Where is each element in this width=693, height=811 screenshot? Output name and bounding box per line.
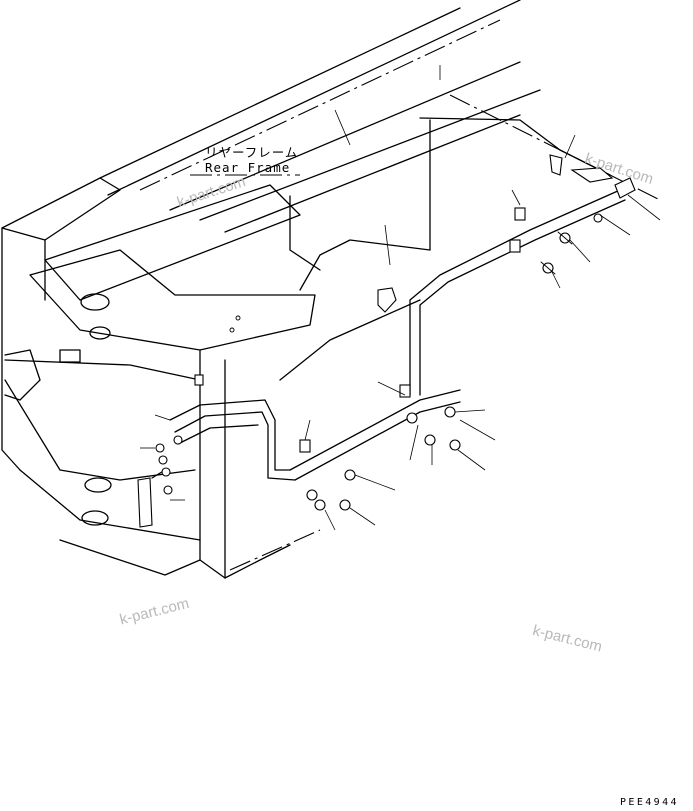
top-beam-inner xyxy=(107,0,521,196)
pipe-lower-2 xyxy=(294,401,461,481)
pipe-left-3 xyxy=(177,424,259,445)
bolt-group-top xyxy=(540,213,603,275)
clip-top xyxy=(549,154,563,176)
lower-arm-bottom xyxy=(19,469,201,541)
top-beam-outer xyxy=(99,7,461,179)
pipe-left-2 xyxy=(174,411,296,481)
bolt-group-left xyxy=(155,435,183,495)
plate-hole-1 xyxy=(80,293,110,311)
top-beam-3 xyxy=(169,61,521,211)
clamp-3 xyxy=(399,384,411,398)
pipe-left-1 xyxy=(169,399,291,471)
elbow-fitting xyxy=(377,287,397,313)
lower-arm-top xyxy=(4,359,201,381)
rear-frame-label-en: Rear Frame xyxy=(205,160,291,175)
bracket-left xyxy=(137,477,153,528)
front-block-top xyxy=(1,177,121,241)
lower-arm-face xyxy=(4,379,196,481)
bolt-dot-1 xyxy=(235,315,241,321)
front-bumper xyxy=(4,349,41,401)
clamp-2 xyxy=(509,239,521,253)
cross-member-top xyxy=(419,117,611,176)
beam-centerline xyxy=(139,19,501,191)
pipe-upper-2 xyxy=(419,199,626,396)
bolt-dot-2 xyxy=(229,327,235,333)
front-bracket xyxy=(59,349,81,363)
drawing-code: PEE4944 xyxy=(620,797,679,808)
rear-inner-wall xyxy=(299,239,431,291)
pipe-lower-1 xyxy=(289,389,461,471)
bolt-group-lower xyxy=(306,469,356,511)
front-block-face xyxy=(1,227,21,471)
rear-lower-centerline xyxy=(229,529,321,571)
rear-lower-rail xyxy=(224,544,291,579)
arm-hole-1 xyxy=(84,477,112,493)
connector-top xyxy=(614,177,636,199)
hose-fitting-top xyxy=(570,167,614,183)
clamp-5 xyxy=(194,374,204,386)
beam-side xyxy=(289,195,321,271)
rear-inner-floor xyxy=(279,299,421,381)
leader-lines xyxy=(140,65,661,531)
plate-hole-2 xyxy=(89,326,111,340)
clamp-4 xyxy=(299,439,311,453)
front-upper-plate xyxy=(44,184,301,301)
main-post-left xyxy=(199,349,226,579)
clamp-1 xyxy=(514,207,526,221)
beam-lower-edge-2 xyxy=(224,114,521,233)
arm-hole-2 xyxy=(81,510,109,526)
post-base xyxy=(59,539,201,576)
pipe-upper-1 xyxy=(409,189,621,396)
bolt-group-middle xyxy=(406,406,461,451)
main-plate-top xyxy=(29,249,316,351)
rear-frame-label-jp: リヤーフレーム xyxy=(205,145,299,160)
